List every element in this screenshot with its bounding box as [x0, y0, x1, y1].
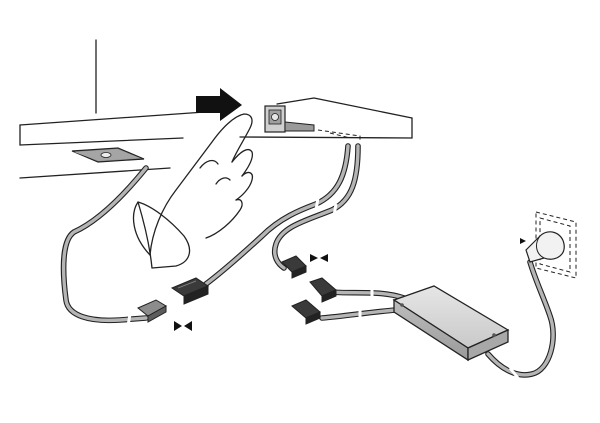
connector-female-right-upper — [309, 277, 337, 303]
arrow-right-icon — [196, 88, 242, 121]
connect-bowtie-icon — [310, 254, 328, 262]
cable-light-to-connector — [60, 165, 149, 327]
cable-driver-out-lower — [319, 307, 399, 321]
cable-driver-out-upper — [327, 286, 407, 301]
cable-sensor-to-connector — [203, 143, 351, 287]
connector-male-left — [137, 299, 167, 323]
cable-mains — [485, 259, 556, 379]
connector-male-right — [281, 255, 307, 279]
connector-female-left — [170, 277, 210, 305]
mains-plug-icon — [525, 231, 565, 263]
cable-sensor-to-driver-plug — [271, 143, 361, 271]
connect-bowtie-icon — [174, 321, 192, 331]
sensor-switch — [264, 105, 315, 133]
led-light-plate — [71, 147, 145, 163]
led-driver — [392, 285, 510, 362]
connector-female-right-lower — [291, 299, 321, 325]
hand-icon — [132, 113, 254, 269]
insert-triangle-icon — [520, 238, 526, 244]
cabinet-shelf — [19, 97, 413, 179]
